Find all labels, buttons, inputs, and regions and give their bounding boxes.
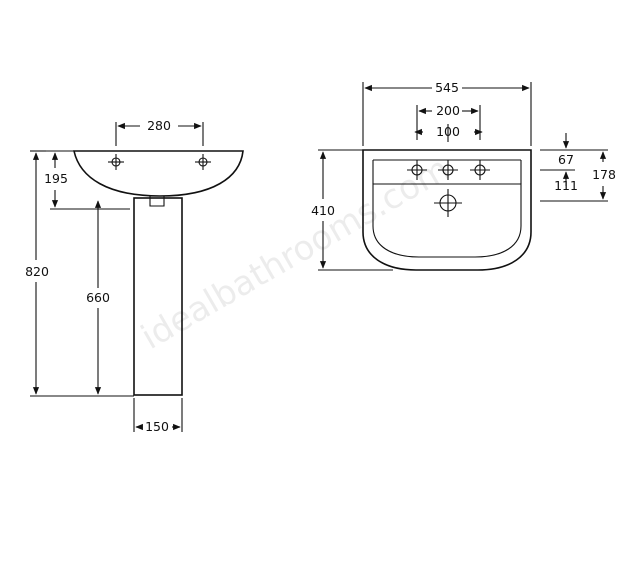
plan-basin-inner (372, 183, 522, 258)
dim-545: 545 (362, 80, 532, 146)
front-pedestal (133, 197, 183, 396)
dim-660-label: 660 (86, 290, 110, 305)
dim-820: 820 (25, 150, 134, 397)
plan-tap-hole-right (470, 160, 490, 180)
plan-tap-hole-left (407, 160, 427, 180)
dim-178: 178 (575, 149, 616, 200)
plan-view: 545 200 100 410 (311, 80, 616, 271)
dim-67-label: 67 (558, 152, 574, 167)
dim-100-label: 100 (436, 124, 460, 139)
dim-150-label: 150 (145, 419, 169, 434)
dim-280-label: 280 (147, 118, 171, 133)
dim-150: 150 (133, 398, 183, 434)
dim-410-label: 410 (311, 203, 335, 218)
dim-111-label: 111 (554, 178, 578, 193)
dim-280: 280 (115, 118, 204, 146)
dim-660: 660 (86, 200, 110, 395)
front-waste-trap (149, 196, 165, 207)
plan-tap-hole-centre (438, 160, 458, 180)
front-basin-bowl (73, 150, 244, 197)
plan-basin-outer (362, 149, 532, 271)
dim-195: 195 (44, 150, 130, 210)
front-tap-hole-right (195, 154, 211, 170)
plan-waste-hole (434, 189, 462, 217)
dim-545-label: 545 (435, 80, 459, 95)
dim-67: 67 (540, 133, 575, 186)
dim-100: 100 (414, 124, 483, 142)
dim-410: 410 (311, 149, 393, 271)
dim-200-label: 200 (436, 103, 460, 118)
dim-195-label: 195 (44, 171, 68, 186)
dim-178-label: 178 (592, 167, 616, 182)
dim-111: 111 (540, 178, 608, 202)
dim-820-label: 820 (25, 264, 49, 279)
front-tap-hole-left (108, 154, 124, 170)
front-elevation: 280 195 820 660 (25, 118, 244, 434)
